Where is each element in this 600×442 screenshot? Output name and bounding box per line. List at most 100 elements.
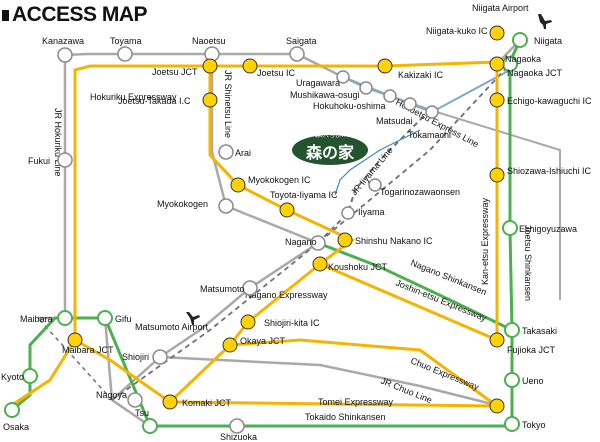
tokyo-label: Tokyo bbox=[522, 420, 546, 430]
niigata-airport-label: Niigata Airport bbox=[472, 3, 529, 13]
matsumoto-label: Matsumoto bbox=[200, 284, 245, 294]
tsu-station[interactable] bbox=[142, 418, 158, 434]
gifu-label: Gifu bbox=[115, 314, 132, 324]
toyota-iiyama-ic[interactable] bbox=[279, 202, 295, 218]
joetsu-jct-label: Joetsu JCT bbox=[152, 67, 198, 77]
nagaoka-jct[interactable] bbox=[489, 56, 505, 72]
nagano-label: Nagano bbox=[285, 237, 317, 247]
osaka-label: Osaka bbox=[3, 422, 29, 432]
arai-station[interactable] bbox=[218, 144, 234, 160]
shiojiri-kita-ic[interactable] bbox=[240, 314, 256, 330]
tsu-label: Tsu bbox=[135, 408, 149, 418]
nagaoka-label: Nagaoka bbox=[505, 54, 541, 64]
kyoto-label: Kyoto bbox=[1, 372, 24, 382]
kanazawa-station[interactable] bbox=[57, 47, 73, 63]
ueno-station[interactable] bbox=[504, 372, 520, 388]
tokamachi-label: Tokamachi bbox=[408, 130, 451, 140]
fujioka-jct[interactable] bbox=[489, 332, 505, 348]
joetsu-jct[interactable] bbox=[202, 58, 218, 74]
okaya-jct-label: Okaya JCT bbox=[240, 336, 286, 346]
kyoto-station[interactable] bbox=[22, 368, 38, 384]
echigo-kawaguchi-ic-label: Echigo-kawaguchi IC bbox=[507, 96, 592, 106]
tomei-expressway-label: Tomei Expressway bbox=[318, 397, 394, 407]
osaka-station[interactable] bbox=[4, 402, 20, 418]
saigata-label: Saigata bbox=[286, 36, 317, 46]
nagano-station[interactable] bbox=[310, 235, 326, 251]
saigata-station[interactable] bbox=[289, 46, 305, 62]
dashed-nagoya-osaka bbox=[37, 317, 113, 401]
nagoya-station[interactable] bbox=[127, 392, 143, 408]
myokokogen-label: Myokokogen bbox=[157, 199, 208, 209]
maibara-jct[interactable] bbox=[67, 332, 83, 348]
fukui-label: Fukui bbox=[28, 156, 50, 166]
echigo-kawaguchi-ic[interactable] bbox=[489, 92, 505, 108]
kakizaki-ic-label: Kakizaki IC bbox=[398, 70, 444, 80]
niigata-airport-icon bbox=[538, 14, 552, 29]
gifu-station[interactable] bbox=[97, 310, 113, 326]
joetsu-takada-ic[interactable] bbox=[202, 92, 218, 108]
joetsu-shinkansen-label: Joetsu Shinkansen bbox=[523, 225, 533, 301]
tokyo-ic[interactable] bbox=[489, 398, 505, 414]
maibara-jct-label: Maibara JCT bbox=[62, 345, 114, 355]
joetsu-ic[interactable] bbox=[242, 58, 258, 74]
iiyama-line bbox=[317, 109, 431, 244]
jr-shinetsu-line-label: JR Shinetsu Line bbox=[223, 70, 233, 138]
uragawara-label: Uragawara bbox=[296, 78, 340, 88]
takasaki-station[interactable] bbox=[504, 322, 520, 338]
niigata-airport: Niigata Airport bbox=[472, 3, 552, 29]
nagano-shinkansen bbox=[317, 241, 513, 332]
toyama-station[interactable] bbox=[117, 46, 133, 62]
koushoku-jct-label: Koushoku JCT bbox=[328, 262, 388, 272]
arai-label: Arai bbox=[235, 148, 251, 158]
jr-nagano-shiojiri bbox=[159, 241, 319, 359]
jr-chuo-line bbox=[159, 355, 501, 408]
mori-no-ie-logo: 森のくらし… 森の家 bbox=[292, 132, 368, 165]
matsudai-station[interactable] bbox=[403, 97, 417, 111]
echigoyuzawa-label: Echigoyuzawa bbox=[519, 224, 577, 234]
mushikawa-osugi-label: Mushikawa-osugi bbox=[290, 90, 360, 100]
maibara-station[interactable] bbox=[57, 310, 73, 326]
togarinozawaonsen-station[interactable] bbox=[368, 178, 382, 192]
joetsu-takada-ic-label: Joetsu-Takada I.C bbox=[118, 96, 191, 106]
okaya-jct[interactable] bbox=[222, 337, 238, 353]
tokyo-station[interactable] bbox=[504, 416, 520, 432]
tokamachi-station[interactable] bbox=[425, 105, 439, 119]
river bbox=[334, 129, 421, 196]
title-bullet bbox=[2, 10, 9, 21]
komaki-jct[interactable] bbox=[162, 394, 178, 410]
mushikawa-osugi-station[interactable] bbox=[359, 81, 373, 95]
shiojiri-station[interactable] bbox=[152, 349, 168, 365]
matsumoto-station[interactable] bbox=[242, 280, 258, 296]
takasaki-label: Takasaki bbox=[522, 326, 557, 336]
dashed-airport bbox=[111, 63, 511, 401]
shinshu-nakano-ic[interactable] bbox=[337, 232, 353, 248]
toyota-iiyama-ic-label: Toyota-Iiyama IC bbox=[270, 190, 338, 200]
iiyama-label: Iiyama bbox=[358, 207, 385, 217]
niigata-kuko-ic[interactable] bbox=[489, 25, 505, 41]
togarinozawaonsen-label: Togarinozawaonsen bbox=[380, 187, 460, 197]
map-title: ACCESS MAP bbox=[12, 3, 148, 26]
echigoyuzawa-station[interactable] bbox=[502, 220, 518, 236]
myokokogen-station[interactable] bbox=[218, 198, 234, 214]
niigata-station[interactable] bbox=[512, 32, 528, 48]
uragawara-station[interactable] bbox=[336, 70, 350, 84]
hokuriku-expressway-label: Hokuriku Expressway bbox=[90, 92, 177, 102]
shiozawa-ishiuchi-ic[interactable] bbox=[489, 167, 505, 183]
jr-hokuriku-line bbox=[63, 52, 212, 318]
kakizaki-ic[interactable] bbox=[377, 58, 393, 74]
shiojiri-label: Shiojiri bbox=[122, 352, 149, 362]
myokokogen-ic[interactable] bbox=[230, 177, 246, 193]
fukui-station[interactable] bbox=[57, 152, 73, 168]
naoetsu-label: Naoetsu bbox=[192, 36, 226, 46]
dashed-lines bbox=[37, 63, 511, 401]
map-nodes: Kanazawa Toyama Naoetsu Saigata Uragawar… bbox=[1, 25, 592, 442]
koushoku-jct[interactable] bbox=[312, 256, 328, 272]
jr-hokuriku-line-label: JR Hokuriku Line bbox=[53, 108, 63, 177]
hokuhoku-oshima-station[interactable] bbox=[383, 89, 397, 103]
iiyama-station[interactable] bbox=[341, 206, 355, 220]
meishin-expressway bbox=[11, 339, 77, 407]
nagaoka-jct-label: Nagaoka JCT bbox=[507, 68, 563, 78]
shizuoka-station[interactable] bbox=[229, 418, 245, 434]
